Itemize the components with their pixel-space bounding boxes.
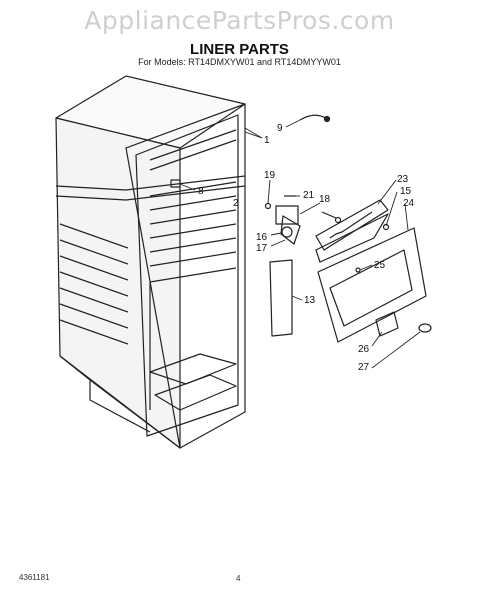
leader-lines bbox=[179, 119, 421, 369]
diagram-title: LINER PARTS bbox=[190, 41, 289, 58]
bracket-26-part bbox=[375, 311, 399, 337]
callout-1: 1 bbox=[264, 135, 270, 146]
lamp-bulb-part bbox=[418, 323, 432, 333]
callout-9: 9 bbox=[277, 123, 283, 134]
callout-labels: 9 1 8 2 19 21 18 16 17 23 15 24 25 13 26… bbox=[198, 123, 415, 373]
callout-15: 15 bbox=[400, 186, 412, 197]
liner-cabinet bbox=[55, 75, 246, 449]
callout-25: 25 bbox=[374, 260, 386, 271]
callout-8: 8 bbox=[198, 186, 204, 197]
page-number: 4 bbox=[236, 574, 241, 583]
callout-2: 2 bbox=[233, 198, 239, 209]
control-strip-part bbox=[315, 199, 389, 263]
light-socket-part bbox=[170, 179, 181, 188]
control-panel-part bbox=[317, 227, 427, 343]
callout-26: 26 bbox=[358, 344, 370, 355]
callout-13: 13 bbox=[304, 295, 316, 306]
callout-17: 17 bbox=[256, 243, 268, 254]
screw-15-part bbox=[382, 223, 390, 231]
callout-27: 27 bbox=[358, 362, 370, 373]
cover-plate-part bbox=[269, 259, 293, 337]
callout-21: 21 bbox=[303, 190, 315, 201]
watermark: AppliancePartsPros.com bbox=[84, 6, 395, 35]
wire-harness-part bbox=[299, 114, 327, 121]
model-subtitle: For Models: RT14DMXYW01 and RT14DMYYW01 bbox=[138, 57, 341, 67]
control-housing-assembly bbox=[264, 195, 342, 245]
callout-16: 16 bbox=[256, 232, 268, 243]
callout-18: 18 bbox=[319, 194, 331, 205]
callout-24: 24 bbox=[403, 198, 415, 209]
doc-number: 4361181 bbox=[19, 573, 50, 582]
callout-23: 23 bbox=[397, 174, 409, 185]
screw-25-part bbox=[355, 267, 361, 273]
callout-19: 19 bbox=[264, 170, 276, 181]
